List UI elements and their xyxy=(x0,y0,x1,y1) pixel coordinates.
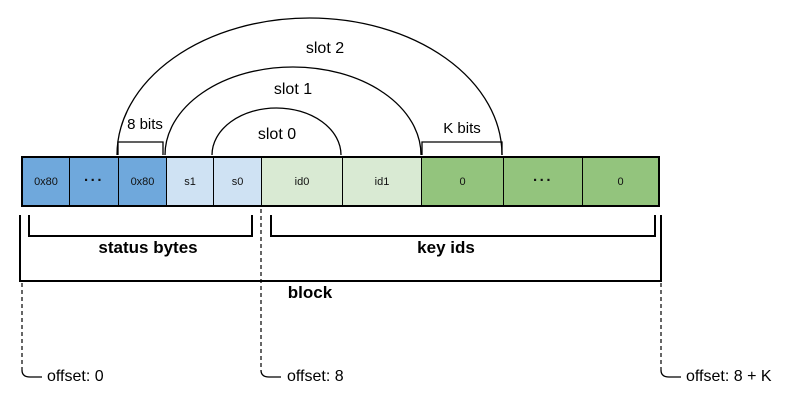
status-bytes-label: status bytes xyxy=(98,238,198,257)
cell-key-zero-ellipsis: ... xyxy=(504,158,583,205)
offset-0-label: offset: 0 xyxy=(47,368,104,385)
cell-label: 0 xyxy=(617,175,624,188)
cell-key-id0: id0 xyxy=(262,158,343,205)
block-row: 0x80 ... 0x80 s1 s0 id0 id1 0 ... 0 xyxy=(21,156,660,207)
8bits-bracket xyxy=(117,141,164,155)
kbits-bracket xyxy=(421,141,503,155)
cell-key-zero-n: 0 xyxy=(583,158,658,205)
cell-key-id1: id1 xyxy=(343,158,422,205)
key-ids-bracket xyxy=(270,215,656,237)
slot0-label: slot 0 xyxy=(257,126,297,143)
key-ids-label: key ids xyxy=(417,238,475,257)
ellipsis-label: ... xyxy=(532,168,553,185)
status-bytes-bracket xyxy=(28,215,253,237)
cell-label: s0 xyxy=(231,175,244,188)
cell-slot-s1: s1 xyxy=(167,158,214,205)
kbits-label: K bits xyxy=(443,120,481,137)
cell-label: 0x80 xyxy=(130,175,155,188)
cell-status-byte-ellipsis: ... xyxy=(70,158,119,205)
cell-label: id0 xyxy=(294,175,310,188)
cell-key-zero-0: 0 xyxy=(422,158,504,205)
cell-label: id1 xyxy=(374,175,390,188)
cell-status-byte-0: 0x80 xyxy=(23,158,70,205)
ellipsis-label: ... xyxy=(83,168,104,185)
cell-label: s1 xyxy=(184,175,196,188)
cell-label: 0 xyxy=(459,175,466,188)
offset8-leader-elbow xyxy=(260,369,281,378)
offset-8-label: offset: 8 xyxy=(287,368,344,385)
offset8k-leader-elbow xyxy=(660,369,681,378)
cell-label: 0x80 xyxy=(34,175,58,188)
8bits-label: 8 bits xyxy=(127,116,163,133)
cell-slot-s0: s0 xyxy=(214,158,262,205)
block-label: block xyxy=(287,283,333,302)
slot2-label: slot 2 xyxy=(305,40,345,57)
cell-status-byte-n: 0x80 xyxy=(119,158,167,205)
slot1-label: slot 1 xyxy=(273,81,313,98)
offset0-leader-elbow xyxy=(21,369,42,378)
offset-8k-label: offset: 8 + K xyxy=(686,368,772,385)
